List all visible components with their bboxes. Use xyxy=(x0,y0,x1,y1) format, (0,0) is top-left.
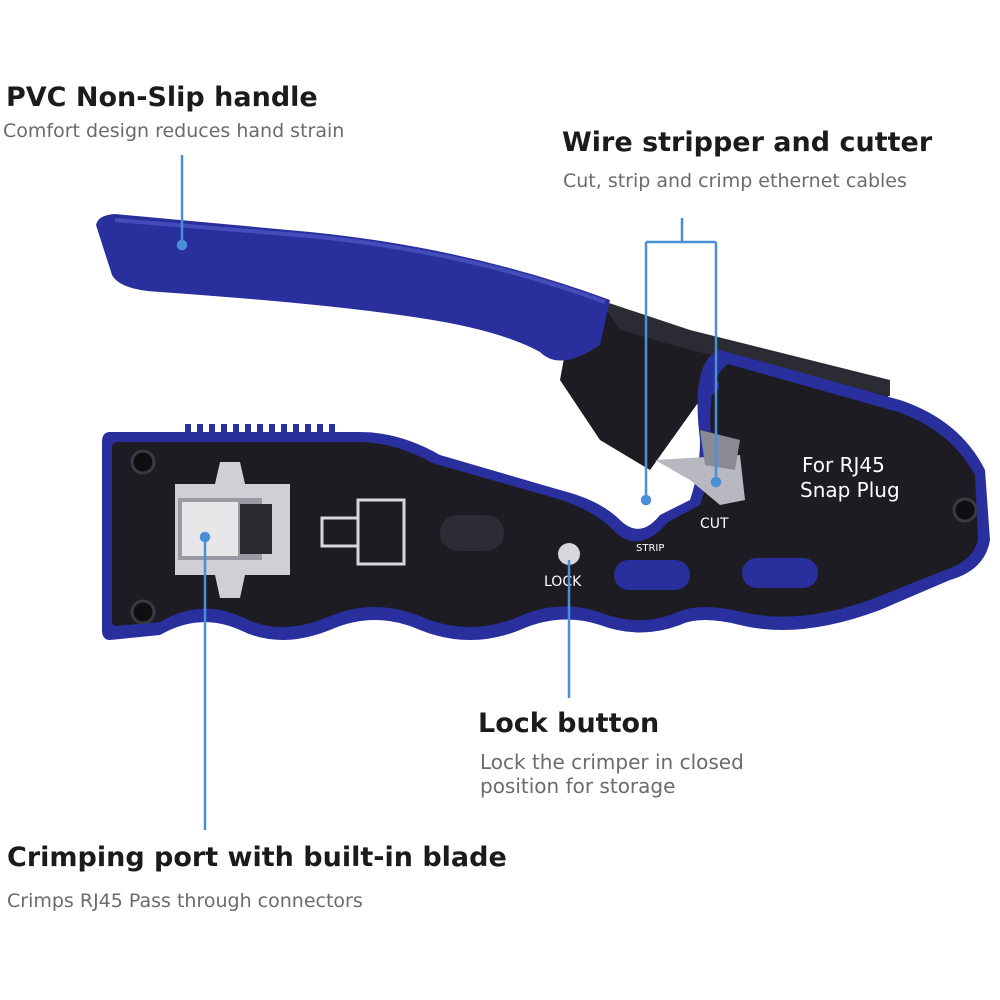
stripper-blade xyxy=(655,430,745,505)
upper-handle-grip xyxy=(96,214,610,361)
cut-slot xyxy=(742,558,818,588)
screw-icon xyxy=(130,449,156,475)
strip-slot xyxy=(614,560,690,590)
pivot-icon xyxy=(701,377,719,395)
handle-callout-title: PVC Non-Slip handle xyxy=(6,82,318,113)
crimp-callout-title: Crimping port with built-in blade xyxy=(7,842,507,873)
tool-label-line1: For RJ45 xyxy=(802,453,885,477)
handle-callout-subtitle: Comfort design reduces hand strain xyxy=(3,120,345,142)
lock-callout-subtitle-line1: Lock the crimper in closed xyxy=(480,750,744,774)
tool-label-line2: Snap Plug xyxy=(800,478,900,502)
screw-icon xyxy=(952,497,978,523)
rj45-outline-icon xyxy=(320,498,406,566)
body-slot xyxy=(440,515,504,551)
stripper-callout-title: Wire stripper and cutter xyxy=(562,127,933,158)
strip-label: STRIP xyxy=(636,543,664,554)
crimp-callout-subtitle: Crimps RJ45 Pass through connectors xyxy=(7,890,363,912)
lock-callout-subtitle-line2: position for storage xyxy=(480,774,676,798)
lock-button[interactable] xyxy=(558,543,580,565)
stripper-callout-subtitle: Cut, strip and crimp ethernet cables xyxy=(563,170,907,192)
callout-lines xyxy=(176,155,722,830)
screw-icon xyxy=(130,599,156,625)
grip-ridges xyxy=(185,424,335,434)
lock-label: LOCK xyxy=(544,574,582,590)
cut-label: CUT xyxy=(700,516,729,532)
lock-callout-title: Lock button xyxy=(478,708,660,739)
